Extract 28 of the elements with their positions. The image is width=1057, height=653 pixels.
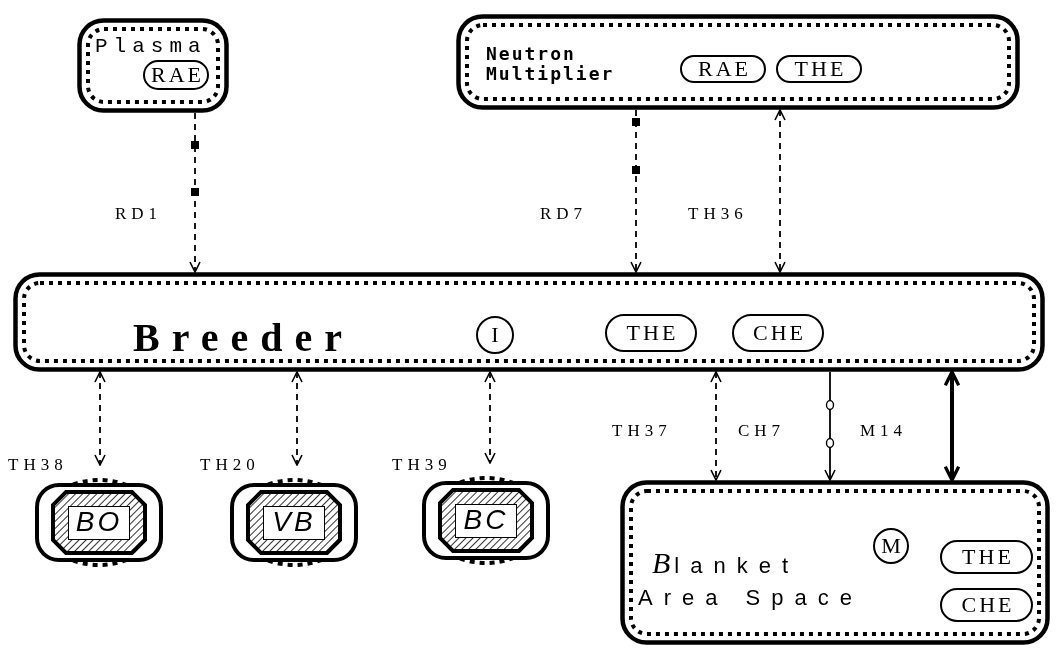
code-tag: RAE (143, 60, 209, 90)
process-box (13, 272, 1045, 372)
arrow (291, 371, 303, 466)
arrow (484, 371, 496, 464)
arrow (943, 370, 961, 482)
node-title: Plasma (95, 36, 207, 57)
component-label: BC (455, 503, 517, 538)
arrow (824, 371, 836, 481)
code-tag: THE (605, 314, 697, 352)
arrow (710, 371, 722, 481)
process-box (456, 14, 1020, 110)
node-title: Blanket (652, 546, 800, 579)
arrow (94, 371, 106, 466)
code-tag: CHE (940, 588, 1033, 622)
code-tag: THE (776, 55, 862, 83)
node-title: Breeder (133, 316, 354, 360)
arrow (774, 109, 786, 273)
component-label: BO (68, 505, 130, 540)
component-label: VB (263, 505, 325, 540)
code-tag: THE (940, 540, 1033, 574)
arrow (630, 109, 642, 273)
arrow (189, 112, 201, 273)
code-tag: RAE (680, 55, 766, 83)
node-title: Area Space (638, 586, 863, 611)
node-title: Neutron Multiplier (486, 44, 616, 84)
process-box (77, 18, 229, 113)
process-box (620, 480, 1050, 645)
code-tag: CHE (732, 314, 824, 352)
